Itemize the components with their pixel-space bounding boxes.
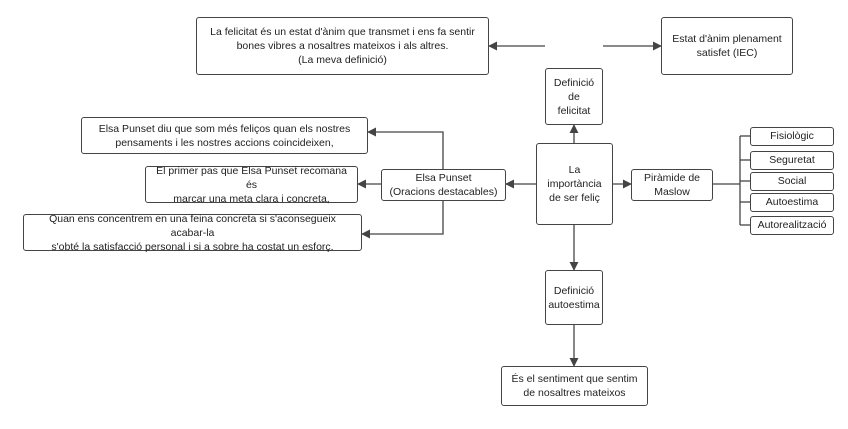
edge-elsa-to-sentence-1: [367, 127, 444, 169]
maslow-level-3: Social: [750, 172, 834, 191]
node-iec-definition: Estat d'ànim plenament satisfet (IEC): [661, 17, 793, 75]
node-elsa-punset: Elsa Punset (Oracions destacables): [381, 169, 506, 201]
node-center-topic: La importància de ser feliç: [536, 143, 613, 225]
node-elsa-sentence-1: Elsa Punset diu que som més feliços quan…: [81, 117, 368, 154]
node-autoestima-definition: És el sentiment que sentim de nosaltres …: [501, 366, 648, 406]
maslow-level-1: Fisiològic: [750, 127, 834, 146]
node-maslow: Piràmide de Maslow: [631, 169, 713, 201]
node-elsa-sentence-2: El primer pas que Elsa Punset recomana é…: [145, 165, 358, 205]
maslow-level-4: Autoestima: [750, 193, 834, 212]
node-definicio-autoestima: Definició autoestima: [545, 270, 603, 325]
maslow-level-5: Autorealització: [750, 216, 834, 235]
node-own-definition: La felicitat és un estat d'ànim que tran…: [196, 17, 489, 75]
edge-elsa-to-sentence-3: [361, 201, 444, 239]
maslow-level-2: Seguretat: [750, 151, 834, 170]
node-definicio-felicitat: Definició de felicitat: [545, 68, 603, 125]
node-elsa-sentence-3: Quan ens concentrem en una feina concret…: [23, 213, 362, 253]
